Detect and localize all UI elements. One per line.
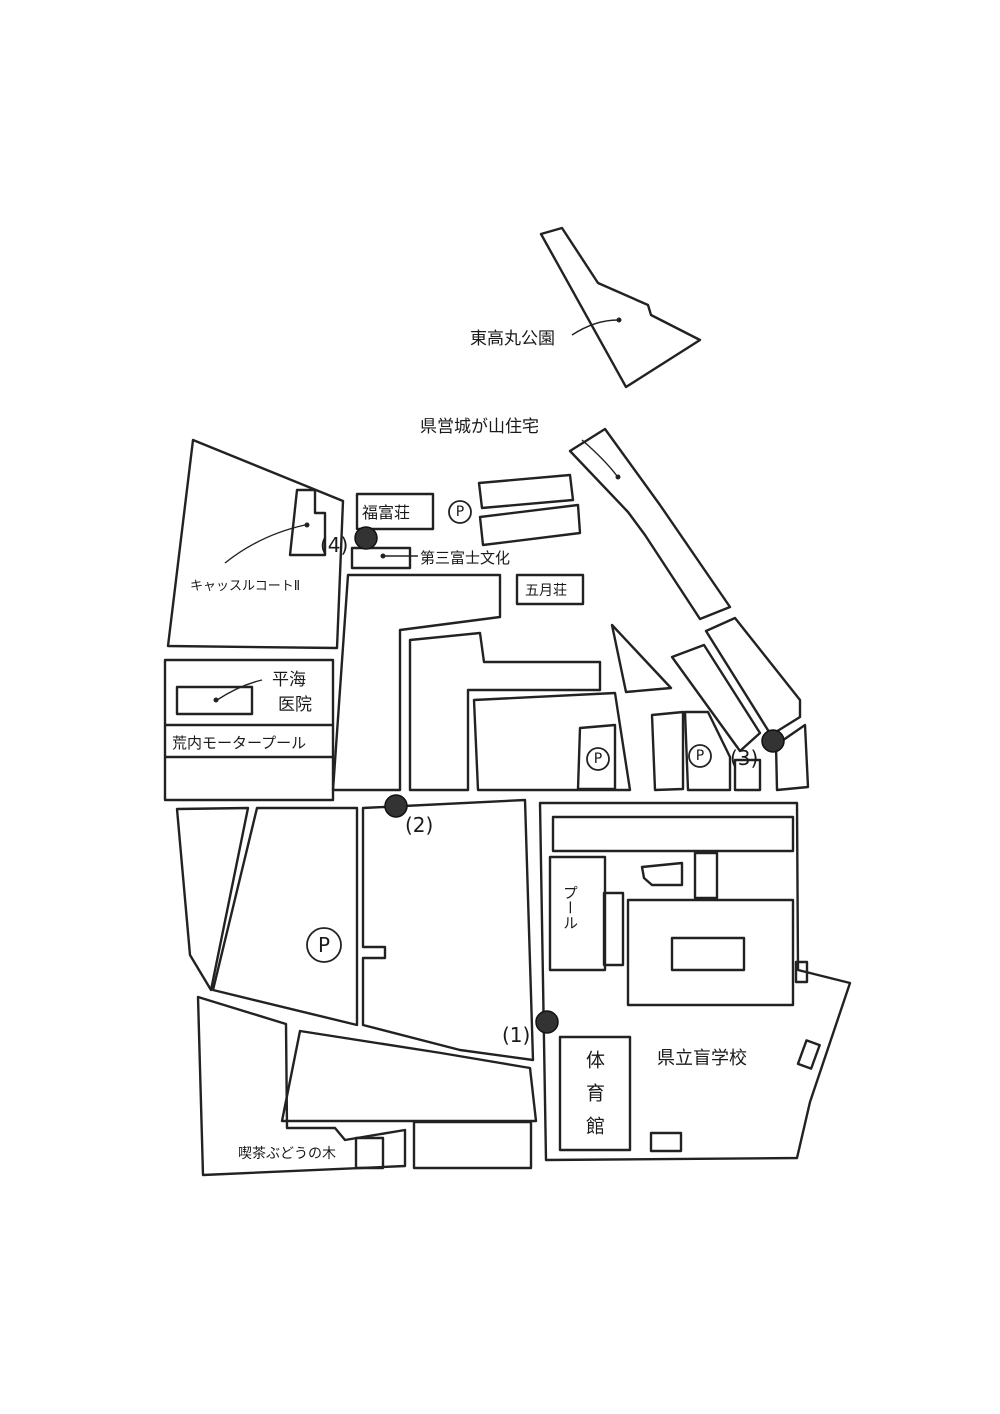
higashi-takamaru-park-block: [539, 226, 702, 389]
fukutomi-so-building: [355, 492, 435, 531]
cafe-label: 喫茶ぶどうの木: [238, 1146, 336, 1162]
housing-leader-dot: [615, 474, 621, 480]
south-west-block-1: [175, 806, 250, 992]
parking-label-2: P: [594, 751, 602, 767]
parking-circle-3: [688, 744, 712, 768]
parking-circle-1: [448, 500, 472, 524]
satsuki-so-label: 五月荘: [525, 583, 567, 599]
block-near-3-b: [683, 710, 732, 792]
bottom-left-block: [196, 995, 407, 1177]
main-school-building: [626, 898, 795, 1007]
heikai-clinic-label-line2: 医院: [278, 695, 312, 715]
castle-court-leader: [224, 524, 306, 564]
gym-building: [558, 1035, 632, 1152]
daisan-fuji-bunka-building: [350, 546, 412, 570]
parking-block-big: [361, 798, 535, 1062]
clinic-leader: [216, 679, 263, 701]
park-label: 東高丸公園: [470, 329, 555, 349]
small-building-1: [477, 473, 575, 510]
pool-label: プール: [561, 885, 579, 930]
school-north-building: [551, 815, 795, 853]
block-near-3-c: [670, 643, 762, 753]
point-label-3: (3): [730, 746, 758, 770]
castle-court-label: キャッスルコートⅡ: [190, 579, 300, 594]
block-near-3-f: [774, 723, 810, 792]
housing-leader: [581, 439, 618, 477]
parking-circle-4: [306, 927, 342, 963]
parking-label-1: P: [456, 504, 464, 520]
cafe-building: [354, 1136, 385, 1170]
central-block-left: [331, 573, 502, 792]
park-leader-dot: [616, 317, 622, 323]
block-near-3-a: [650, 710, 685, 792]
heikai-clinic-building: [175, 685, 254, 716]
daisan-fuji-bunka-label: 第三富士文化: [420, 549, 510, 567]
parking-circle-2: [586, 747, 610, 771]
central-block-right: [408, 631, 602, 792]
bottom-middle-block: [280, 1029, 538, 1123]
park-leader: [571, 319, 619, 336]
small-shed: [640, 861, 684, 887]
point-label-2: (2): [405, 813, 433, 837]
prefectural-housing-block: [568, 427, 732, 621]
arauchi-motor-pool-label: 荒内モータープール: [172, 734, 306, 752]
point-marker-2: [384, 794, 408, 818]
block-near-3-e: [733, 758, 762, 792]
point-marker-4: [354, 526, 378, 550]
parking-label-4: P: [318, 933, 330, 957]
small-building-2: [478, 503, 582, 547]
south-west-block-2: [211, 806, 359, 1027]
point-label-1: (1): [502, 1023, 530, 1047]
gym-label: 体育館: [583, 1050, 605, 1149]
parking-label-3: P: [696, 748, 704, 764]
triangle-block: [610, 623, 673, 694]
heikai-clinic-label-line1: 平海: [272, 670, 306, 690]
point-marker-1: [535, 1010, 559, 1034]
daisan-leader-dot: [380, 553, 386, 559]
lower-middle-block: [472, 691, 632, 792]
angled-annex: [796, 1039, 821, 1070]
castle-court-block: [166, 438, 345, 650]
school-small-annex: [794, 960, 809, 984]
heikai-clinic-block: [163, 658, 335, 802]
connector-corridor: [693, 851, 719, 900]
small-structure-bottom: [649, 1131, 683, 1153]
point-label-4: (4): [320, 533, 348, 557]
point-marker-3: [761, 729, 785, 753]
castle-court-leader-dot: [304, 522, 310, 528]
satsuki-so-building: [515, 573, 585, 606]
fukutomi-so-label: 福富荘: [362, 503, 410, 522]
bottom-right-small-block: [412, 1120, 533, 1170]
blind-school-campus: [538, 801, 852, 1162]
parking-lot-lower-middle: [576, 723, 617, 791]
school-courtyard: [670, 936, 746, 972]
block-near-3-d: [704, 616, 802, 737]
castle-court-building: [288, 488, 327, 557]
prefectural-housing-label: 県営城が山住宅: [420, 417, 539, 437]
clinic-leader-dot: [213, 697, 219, 703]
blind-school-label: 県立盲学校: [657, 1048, 747, 1069]
pool-annex: [602, 891, 625, 967]
